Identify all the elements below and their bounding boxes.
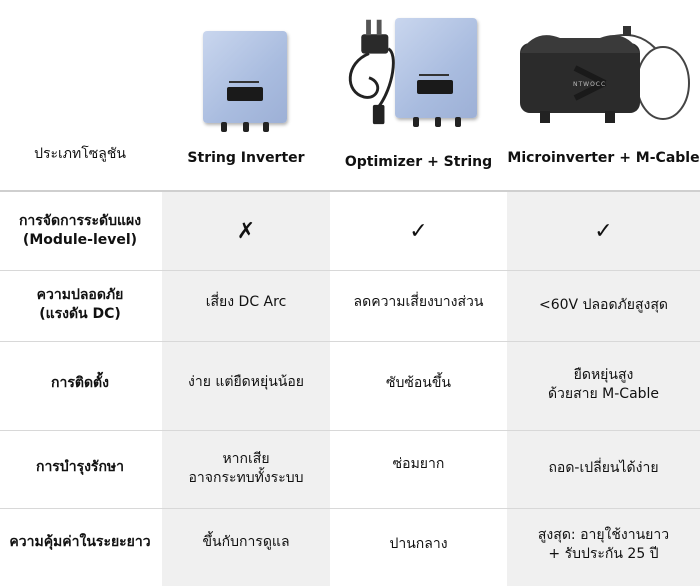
row-label-maintenance: การบำรุงรักษา	[35, 458, 125, 475]
column-header-microinverter: Microinverter + M-Cable	[507, 150, 700, 166]
row-divider	[0, 508, 700, 509]
cell-value-string: ขึ้นกับการดูแล	[202, 533, 290, 550]
cell-safety-micro: <60V ปลอดภัยสูงสุด	[539, 296, 668, 313]
row-label-long-term-value: ความคุ้มค่าในระยะยาว	[9, 533, 151, 550]
optimizer-cable-icon	[348, 19, 395, 125]
column-header-string-inverter: String Inverter	[187, 150, 305, 166]
cell-installation-micro: ยืดหยุ่นสูง ด้วยสาย M-Cable	[547, 367, 660, 402]
microinverter-image: NTWOCC	[515, 8, 695, 133]
header-divider	[0, 190, 700, 192]
row-header-solution-type: ประเภทโซลูชัน	[34, 145, 126, 162]
cell-maintenance-string: หากเสีย อาจกระทบทั้งระบบ	[188, 451, 304, 486]
cell-module-level-micro: ✓	[594, 218, 613, 244]
row-label-safety: ความปลอดภัย (แรงดัน DC)	[36, 287, 124, 322]
cell-installation-string: ง่าย แต่ยืดหยุ่นน้อย	[188, 373, 304, 390]
micro-brand-label: NTWOCC	[573, 81, 607, 88]
row-divider	[0, 341, 700, 342]
column-highlight-micro	[507, 192, 700, 586]
cell-installation-optimizer: ซับซ้อนขึ้น	[385, 374, 451, 391]
column-header-optimizer: Optimizer + String	[344, 154, 493, 170]
row-divider	[0, 270, 700, 271]
string-inverter-image	[175, 8, 315, 133]
row-divider	[0, 430, 700, 431]
cell-module-level-string: ✗	[236, 218, 256, 244]
row-label-installation: การติดตั้ง	[51, 374, 109, 391]
cell-module-level-optimizer: ✓	[409, 218, 428, 244]
cell-value-micro: สูงสุด: อายุใช้งานยาว + รับประกัน 25 ปี	[537, 527, 670, 562]
column-highlight-string	[162, 192, 330, 586]
cell-safety-string: เสี่ยง DC Arc	[205, 293, 287, 310]
microinverter-cable-icon	[520, 26, 690, 123]
cell-safety-optimizer: ลดความเสี่ยงบางส่วน	[353, 293, 484, 310]
cell-maintenance-micro: ถอด-เปลี่ยนได้ง่าย	[548, 459, 659, 476]
row-label-module-level: การจัดการระดับแผง (Module-level)	[18, 213, 142, 248]
cell-value-optimizer: ปานกลาง	[389, 535, 448, 552]
cell-maintenance-optimizer: ซ่อมยาก	[392, 455, 445, 472]
optimizer-string-image	[340, 8, 485, 133]
